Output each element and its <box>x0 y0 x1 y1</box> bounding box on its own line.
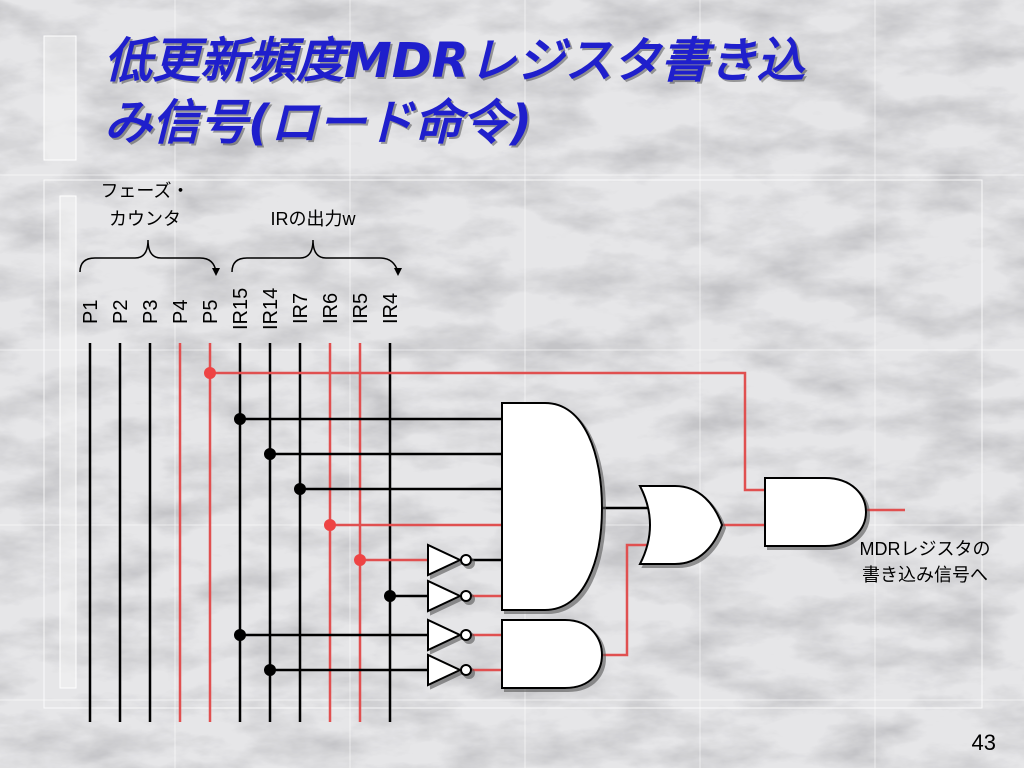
signal-label-p3: P3 <box>140 300 162 324</box>
signal-label-ir6: IR6 <box>320 293 342 324</box>
signal-label-p5: P5 <box>200 300 222 324</box>
phase-counter-brace <box>79 239 217 273</box>
junction-ir7 <box>294 483 306 495</box>
junction-ir14-b <box>264 664 276 676</box>
signal-label-ir4: IR4 <box>380 293 402 324</box>
slide-title-line1: 低更新頻度MDRレジスタ書き込 <box>104 33 805 89</box>
junction-ir14-a <box>264 448 276 460</box>
and-gate-main <box>501 402 604 611</box>
or-gate <box>638 485 724 565</box>
ir-output-label: IRの出力w <box>271 209 357 229</box>
signal-label-p4: P4 <box>170 300 192 324</box>
junction-ir4 <box>384 590 396 602</box>
inverters <box>427 543 472 687</box>
signal-label-p1: P1 <box>80 300 102 324</box>
junction-p5 <box>204 367 216 379</box>
and-gate-final <box>764 477 868 547</box>
junction-ir6 <box>324 519 336 531</box>
phase-counter-label-line1: フェーズ・ <box>100 181 189 201</box>
wire-and2-to-or <box>602 543 648 657</box>
and-gates <box>501 402 868 689</box>
and-gate-lower <box>501 619 604 689</box>
ir-output-brace <box>231 239 399 273</box>
signal-label-ir14: IR14 <box>260 288 282 330</box>
signal-label-ir15: IR15 <box>230 288 252 330</box>
signal-label-p2: P2 <box>110 300 132 324</box>
not-gate-4 <box>427 653 472 687</box>
output-label-line2: 書き込み信号へ <box>862 565 988 585</box>
junction-ir5 <box>354 554 366 566</box>
slide-title-line2: み信号(ロード命令) <box>104 95 532 151</box>
signal-label-ir5: IR5 <box>350 293 372 324</box>
bus-lines <box>88 343 392 722</box>
not-gate-3 <box>427 618 472 652</box>
page-number: 43 <box>971 730 996 755</box>
junctions <box>204 367 396 676</box>
signal-label-ir7: IR7 <box>290 293 312 324</box>
junction-ir15-a <box>234 413 246 425</box>
wires <box>210 371 905 672</box>
slide-title: 低更新頻度MDRレジスタ書き込 み信号(ロード命令) <box>104 30 964 154</box>
not-gate-1 <box>427 543 472 577</box>
phase-brace-arrow <box>212 268 220 276</box>
junction-ir15-b <box>234 629 246 641</box>
ir-brace-arrow <box>394 268 402 276</box>
not-gate-2 <box>427 579 472 613</box>
phase-counter-label-line2: カウンタ <box>109 209 181 229</box>
signal-labels: P1 P2 P3 P4 P5 IR15 IR14 IR7 IR6 IR5 IR4 <box>80 288 402 330</box>
wire-p5-to-final-and <box>210 371 765 492</box>
output-label-line1: MDRレジスタの <box>860 539 991 559</box>
